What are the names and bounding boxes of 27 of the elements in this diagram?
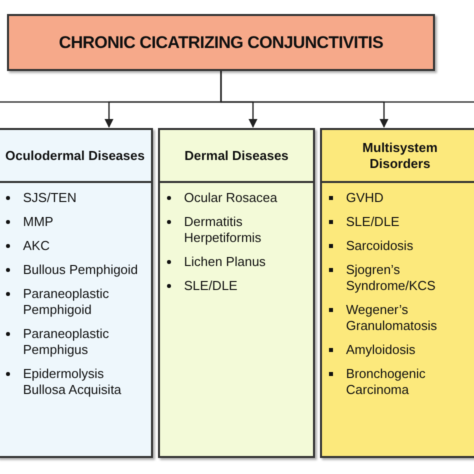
list-item: Amyloidosis <box>346 342 416 358</box>
list-item: Lichen Planus <box>184 254 266 270</box>
list-item: Ocular Rosacea <box>184 190 278 206</box>
category-panel <box>320 128 474 458</box>
list-item: MMP <box>23 214 54 230</box>
list-item: Bullous Pemphigoid <box>23 262 138 278</box>
column-heading: Oculodermal Diseases <box>0 130 151 183</box>
list-item: SLE/DLE <box>184 278 238 294</box>
list-item: Dermatitis Herpetiformis <box>184 214 262 246</box>
title-box <box>7 14 435 71</box>
list-item: Sjogren’s Syndrome/KCS <box>346 262 437 294</box>
list-item: Wegener’s Granulomatosis <box>346 302 438 334</box>
list-item: SJS/TEN <box>23 190 76 206</box>
list-item: SLE/DLE <box>346 214 400 230</box>
column-heading: Multisystem Disorders <box>322 130 474 183</box>
column-heading: Dermal Diseases <box>160 130 313 183</box>
list-item: Bronchogenic Carcinoma <box>346 366 426 398</box>
list-item: Sarcoidosis <box>346 238 414 254</box>
arrow <box>220 71 389 128</box>
category-panel <box>158 128 315 458</box>
category-panel <box>0 128 153 458</box>
list-item: Paraneoplastic Pemphigoid <box>23 286 110 318</box>
list-item: AKC <box>23 238 50 254</box>
title-text: CHRONIC CICATRIZING CONJUNCTIVITIS <box>58 32 384 54</box>
list-item: GVHD <box>346 190 384 206</box>
list-item: Paraneoplastic Pemphigus <box>23 326 110 358</box>
list-item: Epidermolysis Bullosa Acquisita <box>23 366 122 398</box>
